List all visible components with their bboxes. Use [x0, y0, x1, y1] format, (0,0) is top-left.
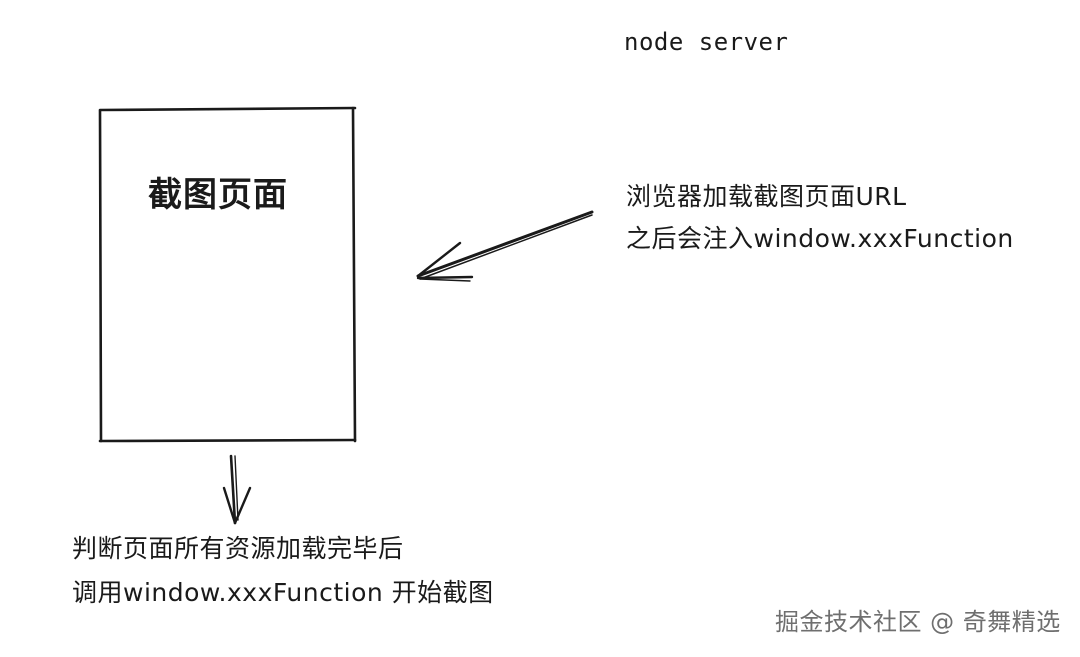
- right-note-line-2: 之后会注入window.xxxFunction: [626, 224, 1014, 253]
- arrow-down-icon: [222, 454, 252, 525]
- bottom-note-line-2: 调用window.xxxFunction 开始截图: [72, 578, 494, 607]
- right-note-line-1: 浏览器加载截图页面URL: [626, 182, 907, 211]
- box-label: 截图页面: [148, 175, 288, 215]
- arrow-left-icon: [416, 210, 594, 282]
- diagram-title: node server: [624, 28, 789, 56]
- watermark-text: 掘金技术社区 @ 奇舞精选: [775, 608, 1061, 636]
- bottom-note-line-1: 判断页面所有资源加载完毕后: [72, 534, 404, 563]
- page-box: [98, 106, 357, 443]
